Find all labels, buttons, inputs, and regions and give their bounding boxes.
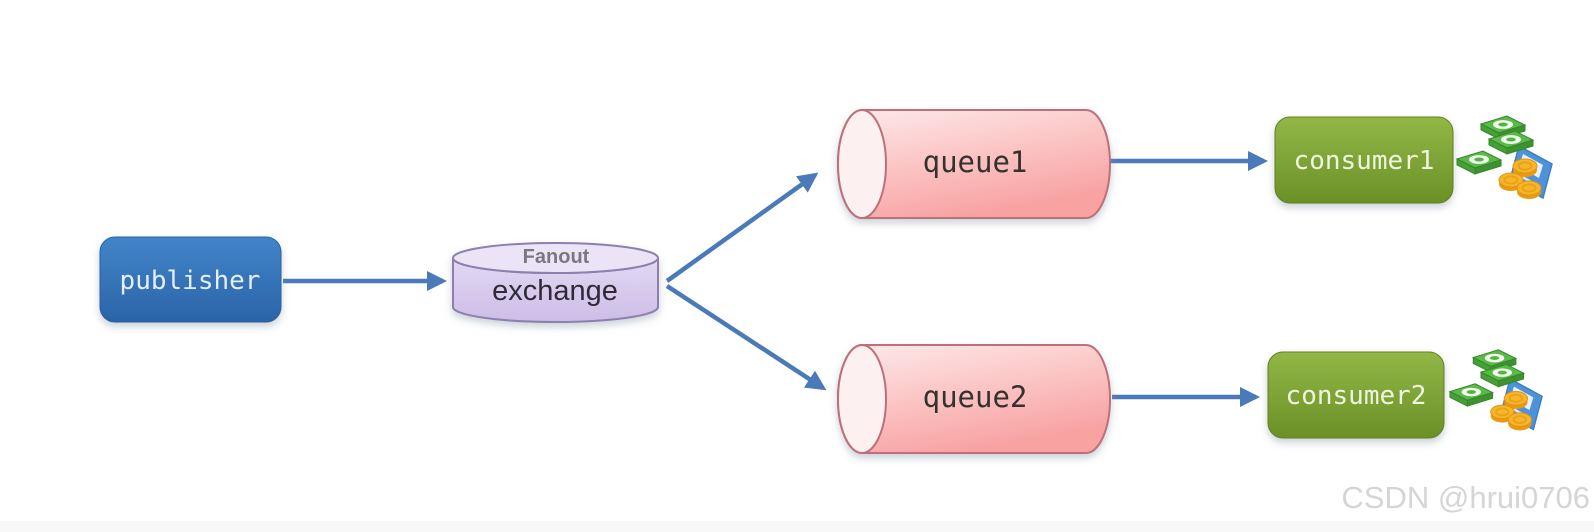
money-stack-icon: [1448, 348, 1544, 432]
consumer1-label: consumer1: [1294, 146, 1435, 176]
node-consumer1: consumer1: [1274, 116, 1454, 204]
node-consumer2: consumer2: [1267, 351, 1445, 439]
publisher-label: publisher: [120, 266, 261, 296]
consumer2-label: consumer2: [1286, 381, 1427, 411]
node-publisher: publisher: [99, 236, 282, 323]
watermark-text: CSDN @hrui0706: [1341, 480, 1590, 515]
bottom-edge-strip: [0, 521, 1594, 532]
edge-exchange-queue1: [665, 172, 819, 283]
node-queue2: queue2: [837, 344, 1111, 454]
money-stack-icon: [1455, 114, 1554, 201]
queue1-label: queue1: [923, 145, 1028, 179]
exchange-label: exchange: [492, 275, 618, 307]
exchange-type-badge: Fanout: [523, 246, 590, 268]
queue2-label: queue2: [923, 380, 1028, 414]
edge-arrows: [283, 150, 1269, 408]
node-exchange: Fanout exchange: [452, 242, 659, 323]
edge-exchange-queue2: [665, 284, 827, 391]
node-queue1: queue1: [837, 109, 1111, 219]
